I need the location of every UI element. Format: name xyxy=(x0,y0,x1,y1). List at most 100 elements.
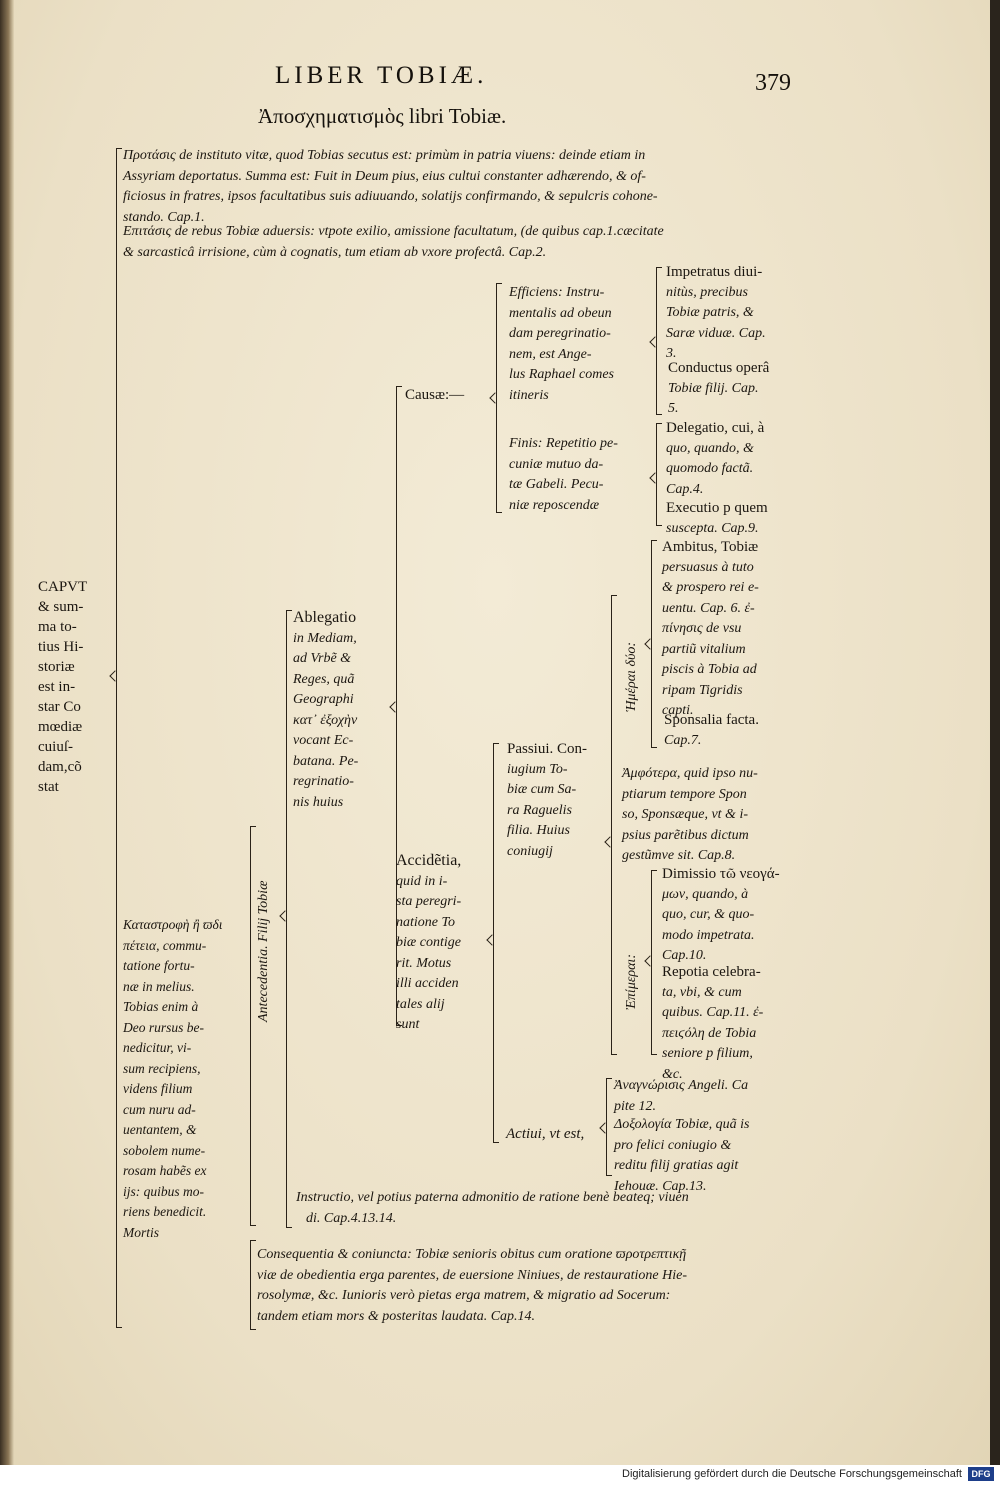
epimera-label: Ἐπίμεραι: xyxy=(624,954,639,1010)
digitization-credit: Digitalisierung gefördert durch die Deut… xyxy=(622,1468,962,1480)
protasis-block: Προτάσις de instituto vitæ, quod Tobias … xyxy=(123,146,823,228)
ablegatio-line: ad Vrbẽ & xyxy=(293,651,352,666)
finis-line: tæ Gabeli. Pecu- xyxy=(509,477,604,492)
ablegatio-line: vocant Ec- xyxy=(293,733,354,748)
caput-line: stat xyxy=(38,779,59,795)
impetratus-line: nitùs, precibus xyxy=(666,284,748,300)
hemerai-brace-tip xyxy=(644,638,656,650)
running-title: LIBER TOBIÆ. xyxy=(275,62,488,89)
amphoteron-line: psius parẽtibus dictum xyxy=(622,827,749,843)
doxologia-line: Iehouæ. Cap.13. xyxy=(614,1178,707,1194)
instructio-line: di. Cap.4.13.14. xyxy=(306,1210,397,1226)
catastrophe-line: videns filium xyxy=(123,1081,193,1096)
accidentia-line: illi acciden xyxy=(396,976,459,991)
ambitus-line: Ambitus, Tobiæ xyxy=(662,539,759,555)
passiui-line: biæ cum Sa- xyxy=(507,782,577,797)
catastrophe-block: Καταστροφὴ ἢ ϖδι πέτεια, commu- tatione … xyxy=(123,915,248,1243)
efficiens-brace-tip xyxy=(649,336,661,348)
ambitus-line: & prospero rei e- xyxy=(662,580,759,595)
catastrophe-line: riens benedicit. xyxy=(123,1204,207,1219)
passiui-line: iugium To- xyxy=(507,761,568,777)
amphoteron-line: Ἀμφότερα, quid ipso nu- xyxy=(622,766,758,781)
delegatio-line: Delegatio, cui, à xyxy=(666,420,765,436)
repotia-line: quibus. Cap.11. ἐ- xyxy=(662,1005,764,1020)
instructio-block: Instructio, vel potius paterna admonitio… xyxy=(296,1188,816,1229)
consequentia-block: Consequentia & coniuncta: Tobiæ senioris… xyxy=(257,1245,817,1327)
amphoteron-line: so, Sponsæque, vt & i- xyxy=(622,807,748,822)
caput-line: & sum- xyxy=(38,599,84,615)
passiui-line: coniugij xyxy=(507,843,553,859)
ablegatio-block: Ablegatio in Mediam, ad Vrbẽ & Reges, qu… xyxy=(293,608,393,813)
doxologia-line: Δοξολογία Tobiæ, quã is xyxy=(614,1117,750,1132)
catastrophe-line: Deo rursus be- xyxy=(123,1019,204,1035)
ablegatio-line: Ablegatio xyxy=(293,609,357,626)
doxologia-line: pro felici coniugio & xyxy=(614,1137,732,1153)
amphoteron-block: Ἀμφότερα, quid ipso nu- ptiarum tempore … xyxy=(622,764,822,867)
passiui-line: ra Raguelis xyxy=(507,802,572,818)
efficiens-line: nem, est Ange- xyxy=(509,346,592,362)
accidentia-line: tales alij xyxy=(396,996,445,1012)
caput-line: dam,cõ xyxy=(38,759,82,775)
efficiens-line: mentalis ad obeun xyxy=(509,305,612,321)
section-subtitle: Ἀποσχηματισμὸς libri Tobiæ. xyxy=(258,104,507,128)
ambitus-line: πίνησις de vsu xyxy=(662,621,742,636)
epitasis-line: & sarcasticâ irrisione, cùm à cognatis, … xyxy=(123,244,547,260)
catastrophe-line: πέτεια, commu- xyxy=(123,937,207,953)
dimissio-line: Dimissio τῶ νεογά- xyxy=(662,866,780,882)
efficiens-line: Efficiens: Instru- xyxy=(509,285,605,300)
delegatio-line: Cap.4. xyxy=(666,481,704,497)
finis-block: Finis: Repetitio pe- cuniæ mutuo da- tæ … xyxy=(509,434,649,516)
catastrophe-line: sum recipiens, xyxy=(123,1060,201,1076)
protasis-line: ficiosus in fratres, ipsos facultatibus … xyxy=(123,189,658,204)
efficiens-block: Efficiens: Instru- mentalis ad obeun dam… xyxy=(509,283,649,406)
catastrophe-line: næ in melius. xyxy=(123,978,195,994)
hemerai-label: Ἡμέραι δύο: xyxy=(624,641,639,712)
ablegatio-line: batana. Pe- xyxy=(293,753,359,769)
impetratus-line: 3. xyxy=(666,346,677,361)
doxologia-line: reditu filij gratias agit xyxy=(614,1158,739,1173)
delegatio-line: quomodo factã. xyxy=(666,461,754,476)
finis-brace-tip xyxy=(649,472,661,484)
finis-brace xyxy=(656,423,662,526)
executio-line: suscepta. Cap.9. xyxy=(666,520,759,536)
conductus-line: Tobiæ filij. Cap. xyxy=(668,380,759,396)
efficiens-line: lus Raphael comes xyxy=(509,367,614,382)
impetratus-line: Tobiæ patris, & xyxy=(666,305,754,320)
ambitus-line: partiũ vitalium xyxy=(662,641,746,657)
sponsalia-line: Sponsalia facta. xyxy=(664,712,759,728)
consequentia-line: tandem etiam mors & posteritas laudata. … xyxy=(257,1308,536,1324)
caput-line: cuiuſ- xyxy=(38,739,73,755)
page-gutter-shadow xyxy=(0,0,14,1465)
accidentia-brace xyxy=(493,743,499,1143)
anagnorisis-block: Ἀναγνώρισις Angeli. Ca pite 12. xyxy=(614,1076,814,1117)
amphoteron-line: gestũmve sit. Cap.8. xyxy=(622,848,736,863)
accidentia-line: biæ contige xyxy=(396,935,461,950)
accidentia-line: quid in i- xyxy=(396,873,448,889)
accidentia-line: natione To xyxy=(396,914,455,930)
dimissio-line: modo impetrata. xyxy=(662,927,755,943)
impetratus-line: Impetratus diui- xyxy=(666,264,763,280)
epimera-brace-tip xyxy=(644,955,656,967)
conductus-line: Conductus operâ xyxy=(668,360,770,376)
passiui-brace xyxy=(611,595,617,1055)
caput-line: ma to- xyxy=(38,619,77,635)
ambitus-line: capti. xyxy=(662,703,694,718)
epimera-brace xyxy=(651,870,657,1055)
finis-line: cuniæ mutuo da- xyxy=(509,456,604,472)
epitasis-block: Επιτάσις de rebus Tobiæ aduersis: vtpote… xyxy=(123,222,823,263)
dimissio-block: Dimissio τῶ νεογά- μων, quando, à quo, c… xyxy=(662,864,812,967)
catastrophe-line: Mortis xyxy=(123,1224,160,1240)
accidentia-line: rit. Motus xyxy=(396,955,452,971)
ablegatio-line: Reges, quã xyxy=(293,671,355,687)
repotia-line: πειϛόλη de Tobia xyxy=(662,1025,757,1041)
ambitus-line: ripam Tigridis xyxy=(662,682,743,698)
caput-line: storiæ xyxy=(38,659,75,675)
sponsalia-block: Sponsalia facta. Cap.7. xyxy=(664,710,814,751)
passiui-block: Passiui. Con- iugium To- biæ cum Sa- ra … xyxy=(507,739,607,862)
anagnorisis-line: pite 12. xyxy=(614,1098,656,1114)
dimissio-line: quo, cur, & quo- xyxy=(662,907,755,922)
protasis-line: stando. Cap.1. xyxy=(123,209,205,225)
catastrophe-line: uentantem, & xyxy=(123,1122,197,1137)
impetratus-line: Saræ viduæ. Cap. xyxy=(666,325,766,341)
finis-line: niæ reposcendæ xyxy=(509,497,600,513)
